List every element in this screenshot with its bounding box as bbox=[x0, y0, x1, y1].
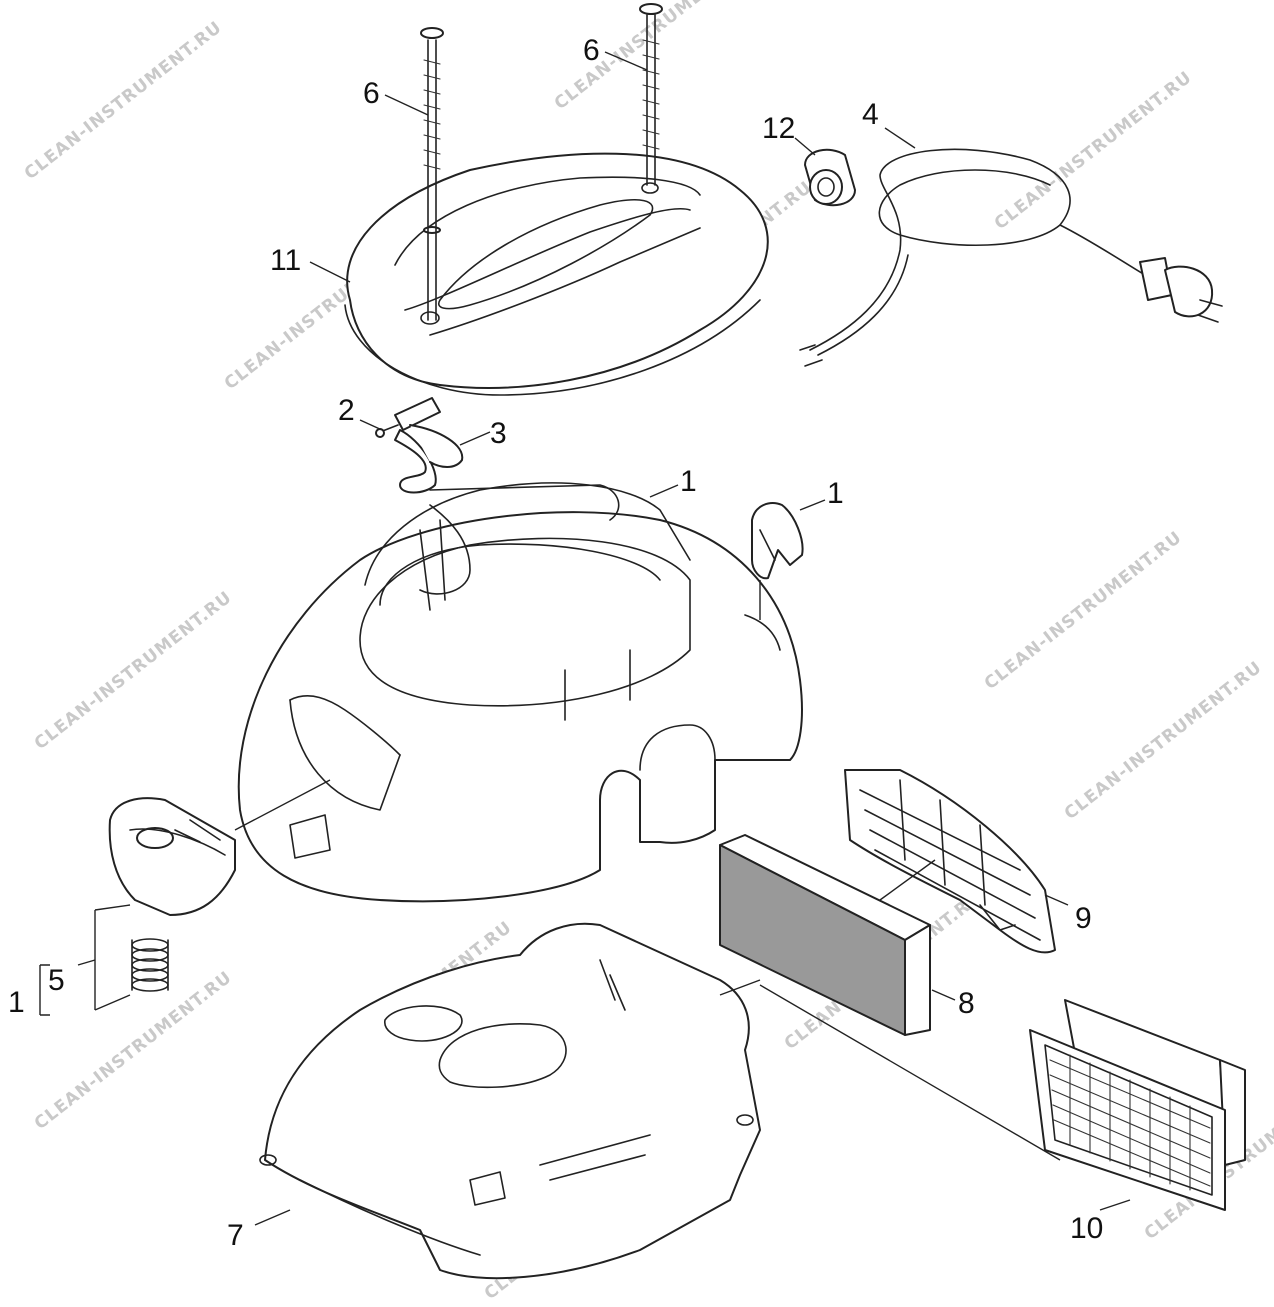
grille-part-9 bbox=[844, 769, 1056, 954]
callout-1-right: 1 bbox=[827, 477, 844, 510]
callout-2: 2 bbox=[338, 394, 355, 427]
watermark-text: CLEAN-INSTRUMENT.RU bbox=[31, 587, 236, 753]
power-cord-part-4 bbox=[799, 148, 1223, 367]
callout-1-left: 1 bbox=[8, 986, 25, 1019]
callout-7: 7 bbox=[227, 1219, 244, 1252]
watermark-text: CLEAN-INSTRUMENT.RU bbox=[551, 0, 756, 114]
callout-1-top: 1 bbox=[680, 465, 697, 498]
latch-part-1 bbox=[751, 502, 804, 620]
filter-box-part-8 bbox=[719, 834, 931, 1036]
callout-10: 10 bbox=[1070, 1212, 1103, 1245]
callout-6-left: 6 bbox=[363, 77, 380, 110]
watermark-text: CLEAN-INSTRUMENT.RU bbox=[981, 527, 1186, 693]
screw-part-6-left bbox=[420, 27, 444, 321]
callout-11: 11 bbox=[270, 244, 301, 277]
watermark-text: CLEAN-INSTRUMENT.RU bbox=[21, 17, 226, 183]
callout-4: 4 bbox=[862, 98, 879, 131]
watermark-text: CLEAN-INSTRUMENT.RU bbox=[1061, 657, 1266, 823]
leader-lines bbox=[39, 51, 1131, 1226]
handle-cover-part-11 bbox=[344, 152, 769, 396]
callout-labels: 6 6 11 12 4 2 3 1 1 5 1 7 8 9 10 bbox=[8, 34, 1103, 1252]
motor-housing-part-1 bbox=[237, 482, 803, 903]
callout-6-right: 6 bbox=[583, 34, 600, 67]
ring-part-12 bbox=[804, 148, 856, 207]
spring-part-5 bbox=[131, 938, 169, 992]
callout-3: 3 bbox=[490, 417, 507, 450]
watermark-text: CLEAN-INSTRUMENT.RU bbox=[991, 67, 1196, 233]
hepa-filter-part-10 bbox=[1029, 999, 1246, 1211]
callout-5: 5 bbox=[48, 964, 65, 997]
callout-12: 12 bbox=[762, 112, 795, 145]
screw-part-6-right bbox=[639, 3, 663, 186]
pin-part-2 bbox=[375, 397, 441, 438]
callout-9: 9 bbox=[1075, 902, 1092, 935]
valve-cap-part-5 bbox=[108, 797, 236, 916]
clip-part-3 bbox=[394, 424, 464, 494]
callout-8: 8 bbox=[958, 987, 975, 1020]
bottom-cover-part-7 bbox=[259, 922, 761, 1280]
